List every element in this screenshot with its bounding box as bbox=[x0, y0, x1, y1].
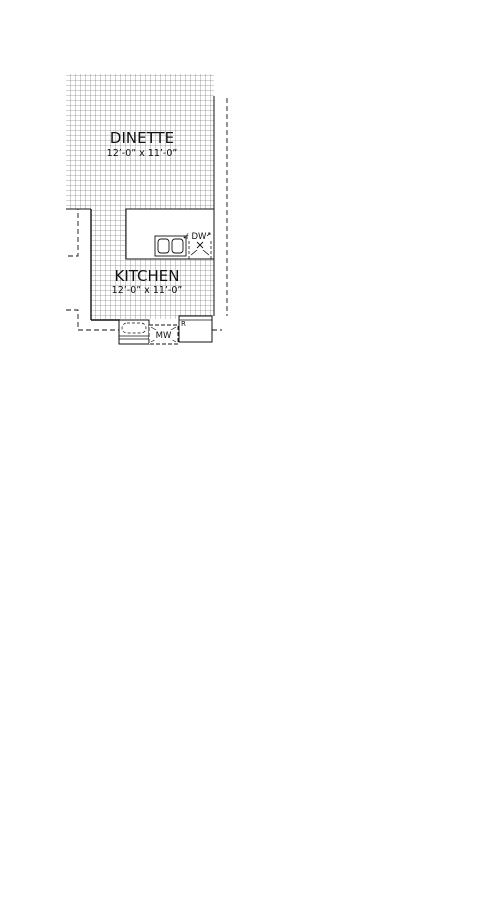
double-sink bbox=[154, 235, 187, 257]
kitchen-dimensions: 12’-0” x 11’-0” bbox=[112, 285, 183, 296]
dashed-outlines bbox=[66, 98, 228, 331]
svg-text:f: f bbox=[186, 233, 189, 241]
bottom-cabinets bbox=[118, 319, 150, 345]
walls bbox=[66, 96, 215, 321]
dishwasher-label: DW bbox=[192, 232, 208, 242]
microwave-label: MW bbox=[156, 331, 172, 341]
refrigerator-label: R bbox=[181, 320, 186, 328]
dishwasher: f DW bbox=[186, 232, 212, 260]
refrigerator: R bbox=[178, 315, 213, 343]
microwave: MW bbox=[148, 324, 179, 345]
kitchen-label: KITCHEN bbox=[115, 267, 180, 285]
dinette-dimensions: 12’-0” x 11’-0” bbox=[107, 148, 178, 159]
dinette-label: DINETTE bbox=[110, 129, 174, 147]
